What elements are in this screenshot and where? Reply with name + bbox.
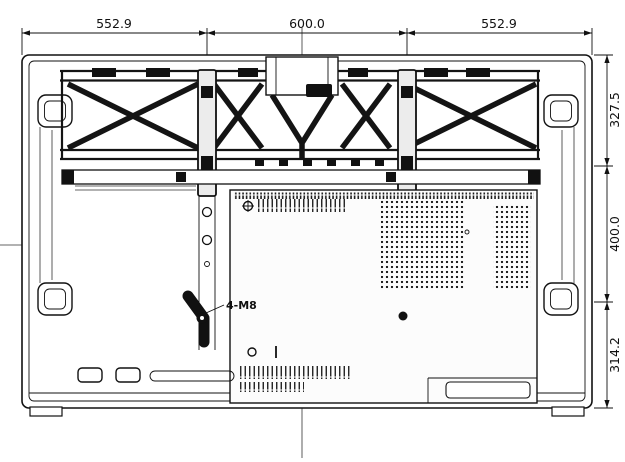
dimension-top-center-label: 600.0 xyxy=(289,16,325,31)
dimension-right-bottom-label: 314.2 xyxy=(607,337,622,373)
dimension-right-top-label: 327.5 xyxy=(607,92,622,128)
dimension-top-right-label: 552.9 xyxy=(481,16,517,31)
bottom-slot-left xyxy=(77,367,103,383)
panel-hole xyxy=(247,347,257,357)
foot-left xyxy=(29,406,63,417)
top-center-bracket xyxy=(265,56,339,97)
corner-brackets xyxy=(37,94,579,316)
dimension-top-left-label: 552.9 xyxy=(96,16,132,31)
top-dimensions: 552.9 600.0 552.9 xyxy=(21,16,593,68)
corner-bracket-mid-right xyxy=(543,282,579,316)
vent-dot-grid-small xyxy=(493,204,531,290)
side-seam-lines xyxy=(39,127,575,283)
panel-stud xyxy=(398,311,408,321)
dimension-right-middle-label: 400.0 xyxy=(607,216,622,252)
vent-slots-top xyxy=(256,199,348,212)
column-hole-2 xyxy=(201,234,213,246)
corner-bracket-mid-right-inner xyxy=(550,288,572,310)
vesa-mount-hole-center xyxy=(200,316,204,320)
right-dimensions: 327.5 400.0 314.2 xyxy=(594,54,622,409)
column-hole-1 xyxy=(201,206,213,218)
bottom-slot-right xyxy=(115,367,141,383)
corner-bracket-mid-left xyxy=(37,282,73,316)
left-mount-column: 4-M8 xyxy=(182,196,257,350)
bottom-right-slot xyxy=(445,381,531,399)
column-hole-3 xyxy=(204,261,210,267)
extension-lines-right xyxy=(594,54,613,409)
corner-bracket-top-right-inner xyxy=(550,100,572,122)
truss-diagonals xyxy=(66,81,538,159)
mount-rails xyxy=(197,69,417,197)
cross-bar-left-strips xyxy=(75,185,196,191)
cross-bar-outline xyxy=(61,169,541,185)
vent-slots-bottom-short xyxy=(238,382,304,392)
cross-bar-blocks xyxy=(62,170,540,184)
panel-top-perforation-band xyxy=(234,192,534,199)
leader-line xyxy=(205,304,225,314)
panel-step-cutout xyxy=(427,377,537,403)
electronics-panel xyxy=(229,189,538,404)
corner-bracket-mid-left-inner xyxy=(44,288,66,310)
extension-lines-top xyxy=(21,28,593,68)
bottom-elements xyxy=(29,367,585,417)
cross-bar xyxy=(61,169,541,191)
small-hole xyxy=(464,229,470,235)
bottom-capsule-slot xyxy=(149,370,235,382)
corner-bracket-top-left xyxy=(37,94,73,128)
bracket-latch-tab xyxy=(306,84,332,97)
vent-dot-grid-large xyxy=(381,198,465,290)
corner-bracket-top-right xyxy=(543,94,579,128)
vent-slots-bottom xyxy=(238,366,350,379)
screw-hole-cross xyxy=(242,200,254,212)
vesa-holes-label: 4-M8 xyxy=(226,299,257,312)
corner-bracket-top-left-inner xyxy=(44,100,66,122)
foot-right xyxy=(551,406,585,417)
